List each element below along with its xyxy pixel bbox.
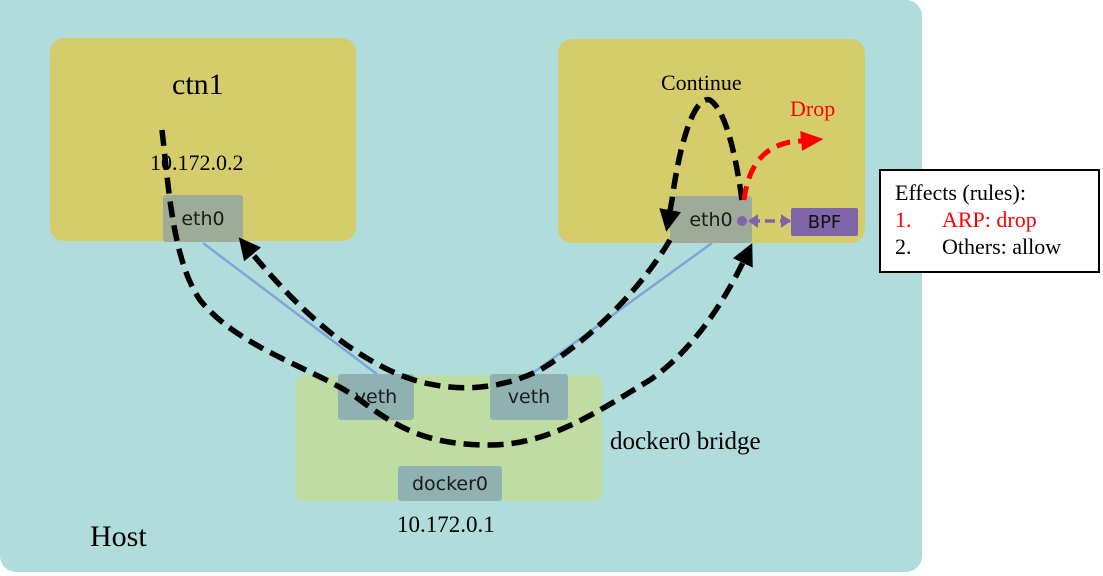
veth-link-ctn1 (202, 242, 379, 376)
legend-rule-2-text: Others: allow (942, 234, 1062, 259)
flow-path-continue (659, 97, 745, 232)
legend-rule-2: 2. Others: allow (895, 233, 1098, 260)
continue-label: Continue (661, 70, 742, 95)
drop-label: Drop (790, 96, 836, 121)
legend-title: Effects (rules): (895, 180, 1026, 205)
ctn2-eth0-label: eth0 (689, 208, 733, 231)
ctn1-eth0-label: eth0 (181, 207, 225, 230)
legend-rule-1-num: 1. (895, 207, 912, 232)
docker0-device: docker0 (398, 466, 502, 501)
bpf-hook-dot (737, 216, 747, 226)
legend-rule-2-num: 2. (895, 234, 912, 259)
ctn1-title: ctn1 (172, 68, 224, 101)
bridge-label: docker0 bridge (610, 428, 761, 455)
flow-path-drop (741, 131, 824, 201)
veth-link-ctn2 (529, 241, 713, 377)
effects-legend: Effects (rules): 1. ARP: drop 2. Others:… (879, 169, 1100, 273)
docker0-ip: 10.172.0.1 (397, 512, 495, 537)
bpf-box: BPF (791, 208, 858, 236)
bpf-label: BPF (807, 211, 842, 233)
flow-path-ctn2-to-ctn1 (238, 237, 673, 391)
host-label: Host (90, 520, 147, 553)
legend-rule-1: 1. ARP: drop (895, 206, 1098, 233)
flow-path-ctn1-to-ctn2 (159, 129, 753, 448)
docker0-device-label: docker0 (411, 472, 489, 495)
legend-rule-1-text: ARP: drop (942, 207, 1037, 232)
veth-2-label: veth (507, 386, 551, 408)
